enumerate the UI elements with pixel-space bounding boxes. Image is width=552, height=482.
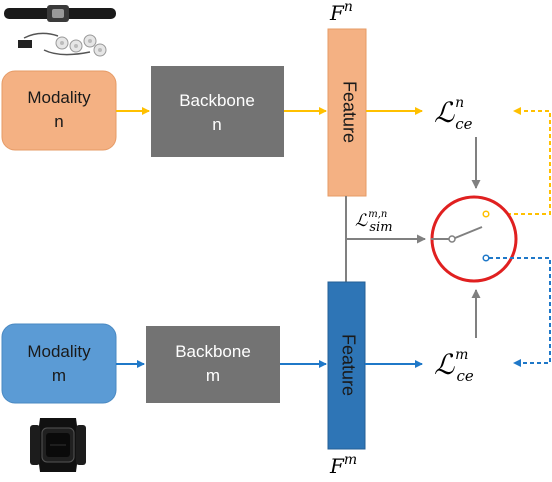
chest-strap-sensor-icon — [4, 5, 116, 57]
switch-icon — [430, 195, 518, 283]
backbone-n-box — [151, 66, 284, 157]
backbone-m-label: Backbone — [175, 342, 251, 361]
dashed-feedback-n — [486, 107, 551, 215]
feature-m-label: Feature — [338, 334, 358, 396]
dashed-feedback-m — [489, 257, 551, 367]
modality-m-box — [1, 323, 117, 404]
backbone-n-label: Backbone — [179, 91, 255, 110]
modality-n-index: n — [54, 112, 63, 131]
backbone-m-index: m — [206, 366, 220, 385]
feature-m-symbol: Fm — [329, 452, 357, 478]
backbone-m-box — [146, 326, 280, 403]
backbone-n-index: n — [212, 115, 221, 134]
feature-n-symbol: Fn — [329, 0, 353, 25]
modality-n-box — [1, 70, 117, 151]
modality-m-label: Modality — [27, 342, 91, 361]
modality-m-index: m — [52, 366, 66, 385]
feature-n-label: Feature — [339, 81, 359, 143]
modality-n-label: Modality — [27, 88, 91, 107]
fitness-wristband-icon — [30, 418, 86, 472]
feature-m-box — [327, 281, 366, 450]
